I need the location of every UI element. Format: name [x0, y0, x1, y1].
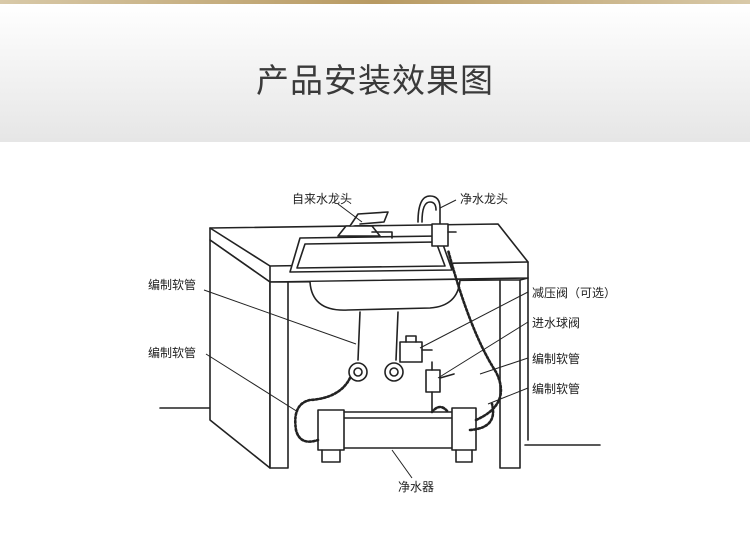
leader-hose-3: [479, 357, 529, 375]
inlet-ball-valve: [425, 369, 441, 393]
leader-tap-faucet: [337, 203, 363, 223]
supply-pipe-left: [357, 311, 361, 361]
pressure-reducing-valve: [399, 341, 423, 363]
label-purified-faucet: 净水龙头: [460, 192, 509, 206]
header-banner: 产品安装效果图: [0, 4, 750, 142]
installation-diagram: [159, 195, 601, 479]
label-tap-water-faucet: 自来水龙头: [292, 192, 353, 206]
label-pressure-valve: 减压阀（可选）: [532, 286, 617, 300]
label-inlet-ball-valve: 进水球阀: [532, 316, 581, 330]
purified-faucet-spout: [417, 195, 441, 225]
cabinet-front-left-post: [269, 281, 289, 469]
label-purifier: 净水器: [398, 480, 435, 494]
braided-hose-outlet: [446, 248, 503, 422]
leader-purifier: [391, 449, 413, 479]
supply-pipe-right: [395, 311, 399, 361]
leader-hose-4: [487, 387, 529, 405]
purifier-end-cap-left: [317, 409, 345, 451]
leader-pressure-valve: [419, 291, 529, 349]
label-braided-hose-1: 编制软管: [148, 278, 197, 292]
leader-hose-2: [205, 353, 299, 413]
purifier-body: [329, 417, 461, 449]
leader-hose-1: [203, 289, 357, 345]
angle-valve-right: [384, 362, 404, 382]
top-accent-bar: [0, 0, 750, 4]
label-braided-hose-3: 编制软管: [532, 352, 581, 366]
braided-hose-left: [294, 376, 352, 443]
label-braided-hose-2: 编制软管: [148, 346, 197, 360]
leader-ball-valve: [437, 321, 529, 379]
label-braided-hose-4: 编制软管: [532, 382, 581, 396]
purifier-end-cap-right: [451, 407, 477, 451]
sink-bowl: [309, 279, 461, 311]
braided-hose-inlet: [430, 405, 450, 414]
tap-faucet-body: [337, 225, 381, 237]
braided-hose-right-lower: [468, 402, 495, 432]
angle-valve-left: [348, 362, 368, 382]
cabinet-front-right-post: [499, 279, 521, 469]
page-title: 产品安装效果图: [256, 61, 494, 100]
leader-purified-faucet: [439, 199, 457, 209]
sink-rim: [289, 235, 453, 273]
